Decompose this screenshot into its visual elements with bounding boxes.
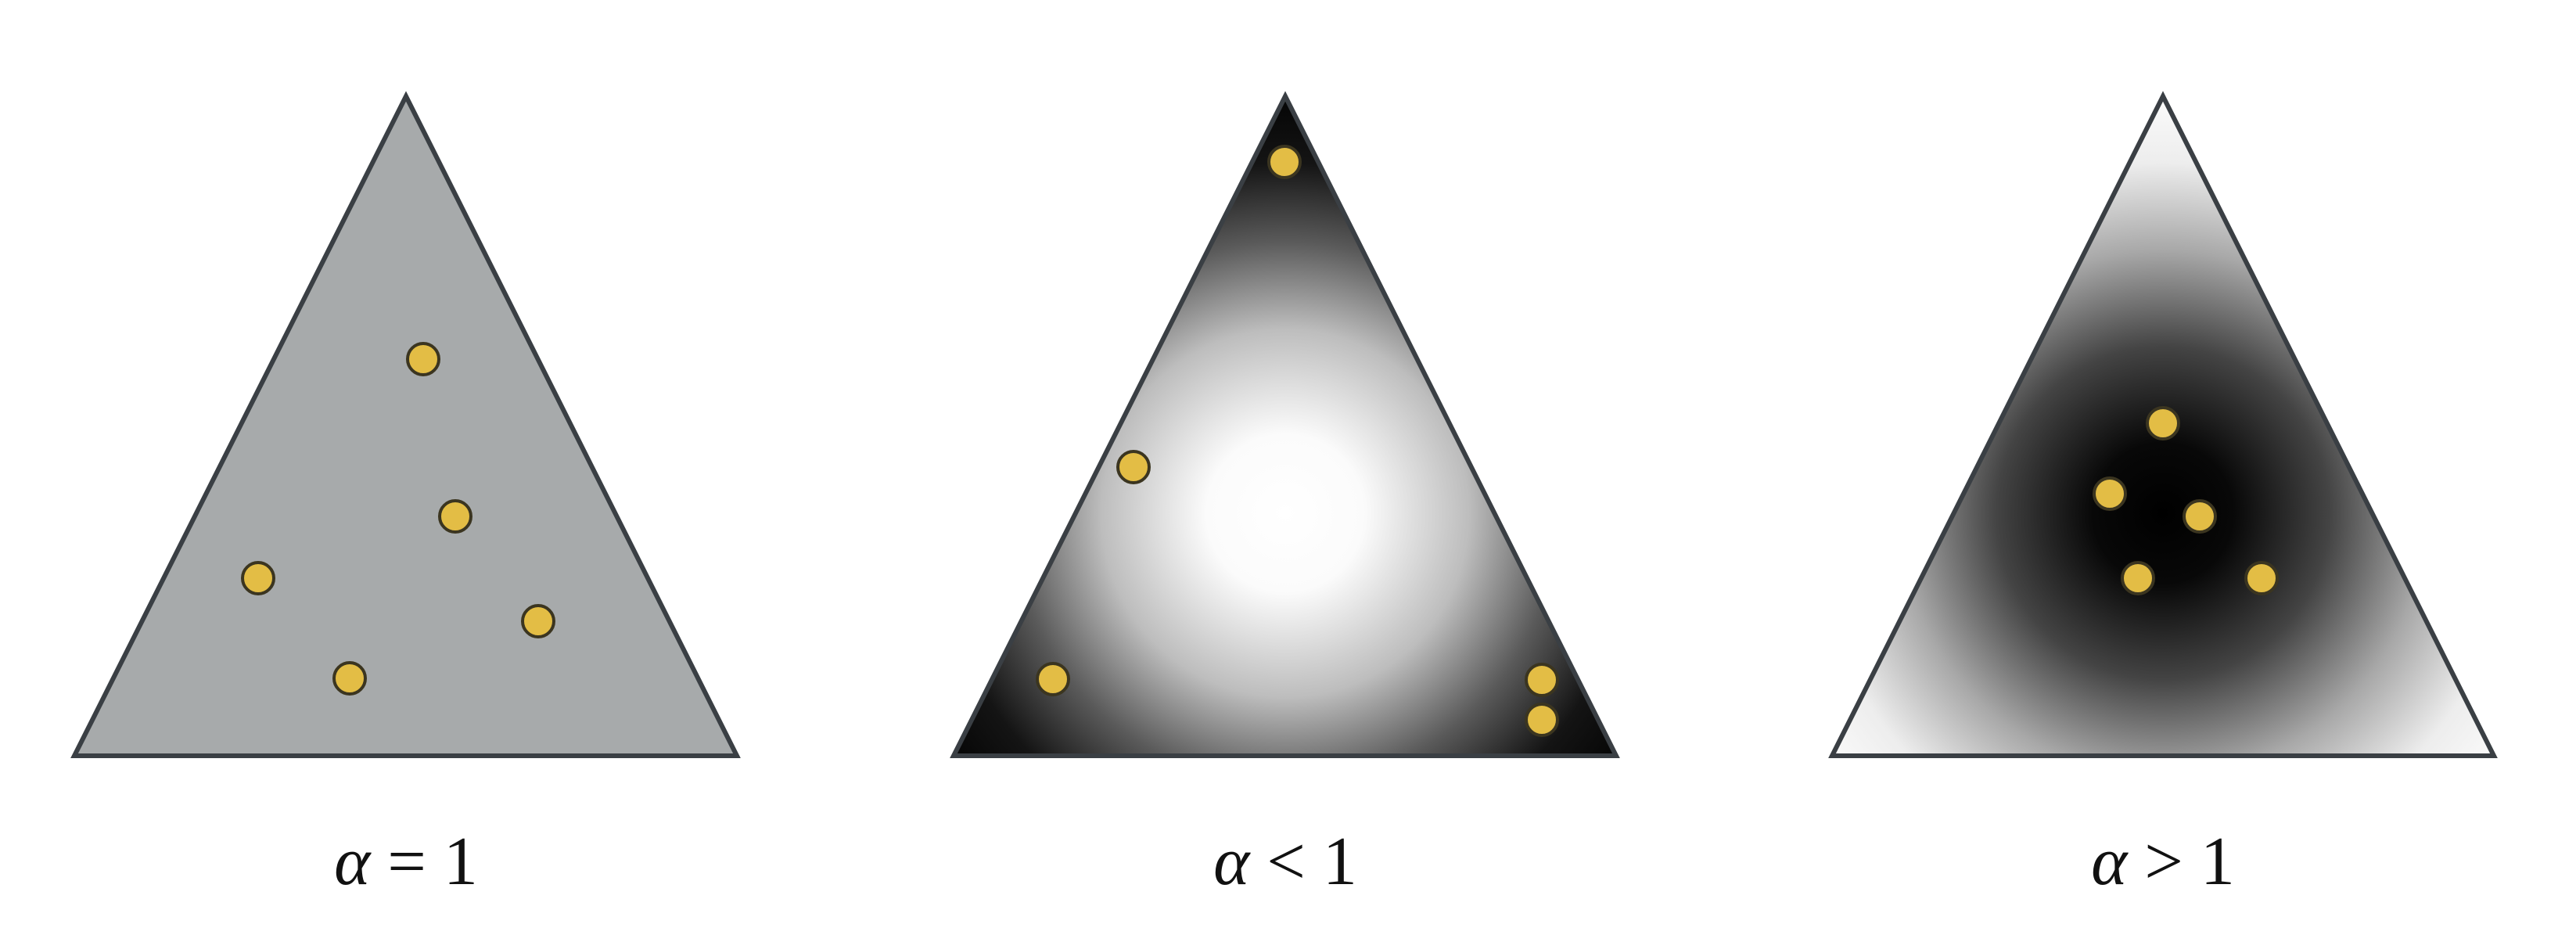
sample-point: [2121, 561, 2155, 595]
panel-alpha-less-than-1: α < 1: [950, 91, 1620, 900]
sample-point: [1116, 450, 1151, 484]
caption-alpha-greater-than-1: α > 1: [2091, 824, 2235, 900]
sample-points: [1036, 145, 1559, 737]
sample-points: [2093, 406, 2279, 595]
sample-point: [2093, 476, 2127, 511]
sample-point: [406, 342, 440, 376]
caption-alpha-less-than-1: α < 1: [1213, 824, 1357, 900]
sample-point: [2244, 561, 2279, 595]
simplex-triangle: [950, 91, 1620, 758]
sample-point: [1267, 145, 1302, 179]
sample-point: [1525, 663, 1559, 697]
sample-point: [2146, 406, 2180, 440]
sample-point: [2183, 499, 2217, 534]
simplex-triangle: [70, 91, 741, 758]
sample-point: [438, 499, 472, 534]
sample-points: [241, 342, 555, 696]
sample-point: [241, 561, 275, 595]
sample-point: [1036, 662, 1070, 696]
panel-alpha-greater-than-1: α > 1: [1828, 91, 2498, 900]
panel-alpha-equals-1: α = 1: [70, 91, 741, 900]
sample-point: [521, 604, 555, 638]
sample-point: [332, 661, 367, 696]
caption-alpha-equals-1: α = 1: [334, 824, 478, 900]
sample-point: [1525, 703, 1559, 737]
